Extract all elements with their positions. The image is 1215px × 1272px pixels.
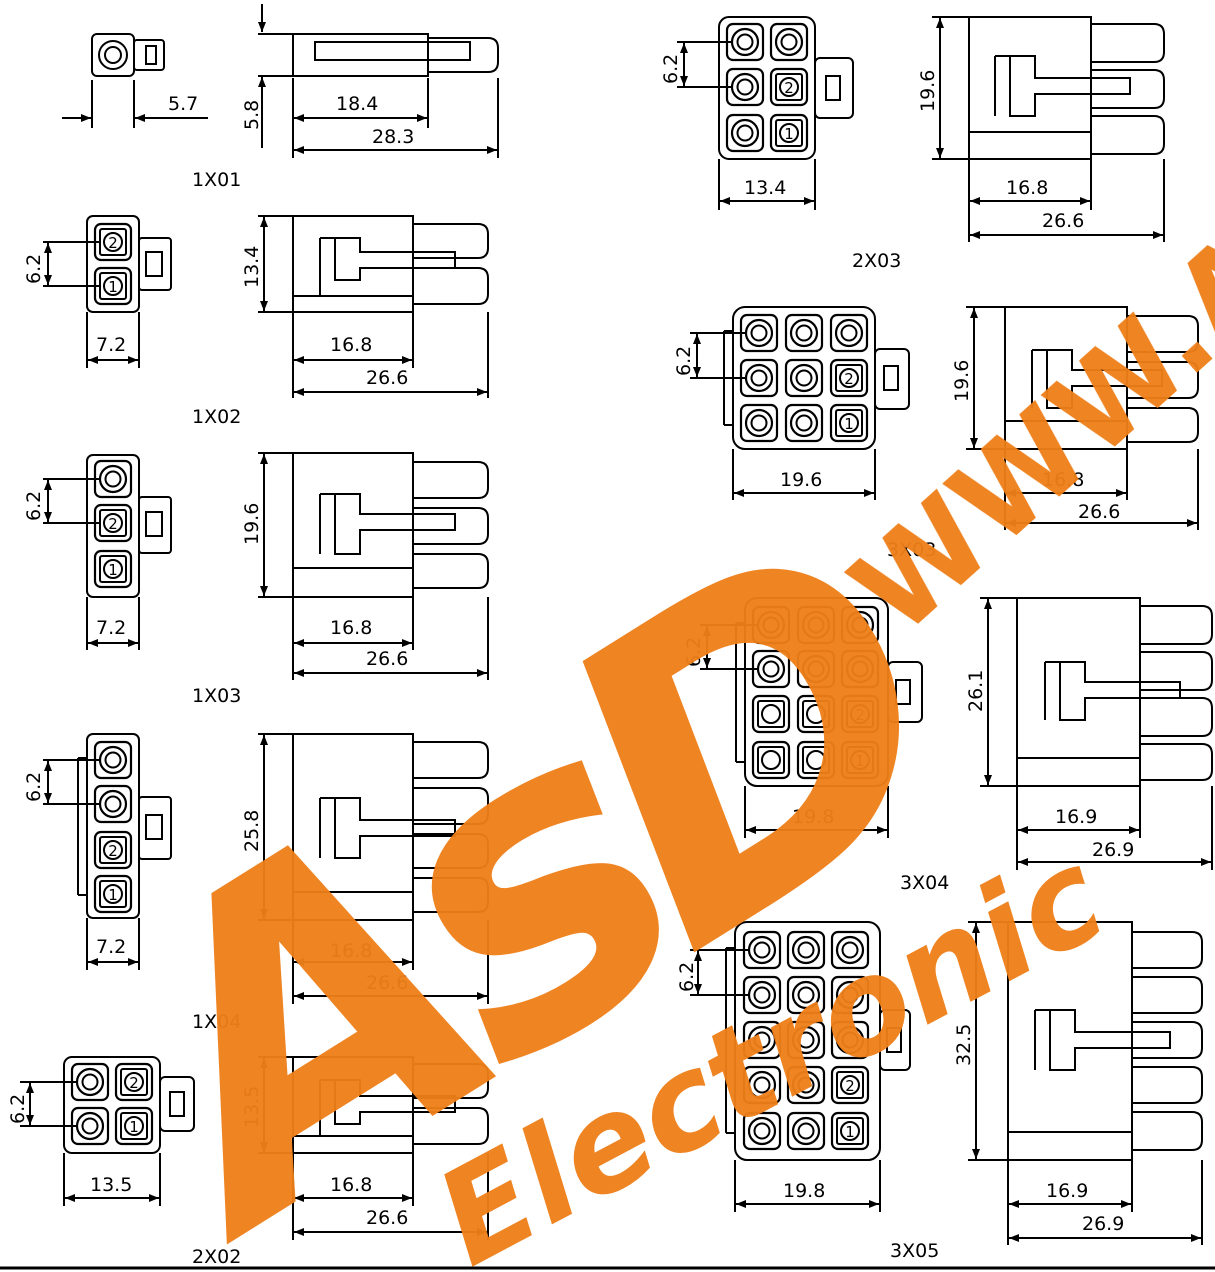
dim-2x02-d2: 26.6: [366, 1207, 408, 1229]
dim-1x01-d2: 28.3: [372, 126, 414, 148]
pin-mark-1x03-2: 2: [108, 515, 118, 533]
dim-2x02-width: 13.5: [90, 1174, 132, 1196]
dim-2x02-pitch: 6.2: [7, 1094, 29, 1124]
dim-1x02-d2: 26.6: [366, 367, 408, 389]
dim-1x04-pitch: 6.2: [23, 772, 45, 802]
dim-3x05-pitch: 6.2: [676, 962, 698, 992]
pin-mark-2x02-1: 1: [129, 1118, 139, 1136]
dim-3x04-d2: 26.9: [1092, 839, 1134, 861]
dim-1x03-height: 19.6: [241, 503, 263, 545]
watermark-url: WWW.A: [826, 206, 1215, 661]
pin-mark-2x02-2: 2: [129, 1074, 139, 1092]
label-3x05: 3X05: [890, 1240, 939, 1262]
pin-mark-3x03-1: 1: [844, 415, 854, 433]
dim-2x03-d2: 26.6: [1042, 210, 1084, 232]
dim-1x01-width: 5.7: [168, 93, 198, 115]
part-1x03: [43, 452, 489, 680]
part-3x03: [690, 306, 1199, 530]
dim-3x05-d1: 16.9: [1046, 1180, 1088, 1202]
pin-mark-1x02-2: 2: [108, 234, 118, 252]
dim-2x03-height: 19.6: [917, 70, 939, 112]
part-3x04: [700, 597, 1213, 870]
dim-3x03-d2: 26.6: [1078, 501, 1120, 523]
dim-3x05-width: 19.8: [783, 1180, 825, 1202]
pin-mark-3x05-1: 1: [845, 1123, 855, 1141]
dim-1x04-d1: 16.8: [330, 940, 372, 962]
dim-1x02-pitch: 6.2: [23, 254, 45, 284]
pin-mark-3x05-2: 2: [845, 1077, 855, 1095]
pin-mark-1x04-2: 2: [108, 842, 118, 860]
label-1x04: 1X04: [192, 1011, 241, 1033]
part-1x04: [43, 733, 489, 1004]
part-2x02: [20, 1056, 489, 1240]
pin-mark-1x03-1: 1: [108, 561, 118, 579]
dim-3x04-pitch: 6.2: [683, 637, 705, 667]
dim-1x04-d2: 26.6: [366, 972, 408, 994]
dim-3x03-height: 19.6: [951, 360, 973, 402]
label-3x04: 3X04: [900, 872, 949, 894]
pin-mark-3x04-2: 2: [855, 706, 865, 724]
dim-3x05-d2: 26.9: [1082, 1213, 1124, 1235]
dim-2x03-width: 13.4: [744, 177, 786, 199]
pin-mark-1x02-1: 1: [108, 278, 118, 296]
dim-3x04-d1: 16.9: [1055, 806, 1097, 828]
dim-3x04-width: 19.8: [792, 806, 834, 828]
part-1x02: [43, 215, 489, 398]
dim-3x05-height: 32.5: [953, 1024, 975, 1066]
dim-3x03-pitch: 6.2: [673, 346, 695, 376]
dim-1x01-height: 5.8: [241, 100, 263, 130]
dim-1x03-d1: 16.8: [330, 617, 372, 639]
label-1x03: 1X03: [192, 685, 241, 707]
pin-mark-1x04-1: 1: [108, 886, 118, 904]
dim-1x04-width: 7.2: [96, 936, 126, 958]
label-1x02: 1X02: [192, 406, 241, 428]
dim-1x02-width: 7.2: [96, 334, 126, 356]
label-3x03: 3X03: [887, 539, 936, 561]
dim-3x04-height: 26.1: [965, 670, 987, 712]
label-2x03: 2X03: [852, 250, 901, 272]
dim-1x02-height: 13.4: [241, 246, 263, 288]
dim-1x01-d1: 18.4: [336, 93, 378, 115]
dim-2x03-d1: 16.8: [1006, 177, 1048, 199]
dim-1x03-width: 7.2: [96, 617, 126, 639]
watermark: WWW.A AsD Electronic: [16, 206, 1215, 1272]
part-2x03: [677, 16, 1165, 242]
pin-mark-2x03-1: 1: [784, 125, 794, 143]
dim-1x02-d1: 16.8: [330, 334, 372, 356]
dim-3x03-width: 19.6: [780, 469, 822, 491]
pin-mark-3x04-1: 1: [855, 752, 865, 770]
label-2x02: 2X02: [192, 1246, 241, 1268]
part-3x05: [690, 921, 1203, 1245]
dim-1x03-pitch: 6.2: [23, 491, 45, 521]
pin-mark-3x03-2: 2: [844, 370, 854, 388]
dim-2x02-height: 13.5: [241, 1086, 263, 1128]
dim-1x04-height: 25.8: [241, 810, 263, 852]
dim-1x03-d2: 26.6: [366, 648, 408, 670]
dim-2x02-d1: 16.8: [330, 1174, 372, 1196]
part-1x01: [62, 4, 499, 158]
dim-3x03-d1: 16.8: [1042, 469, 1084, 491]
pin-mark-2x03-2: 2: [784, 79, 794, 97]
label-1x01: 1X01: [192, 169, 241, 191]
dim-2x03-pitch: 6.2: [660, 54, 682, 84]
